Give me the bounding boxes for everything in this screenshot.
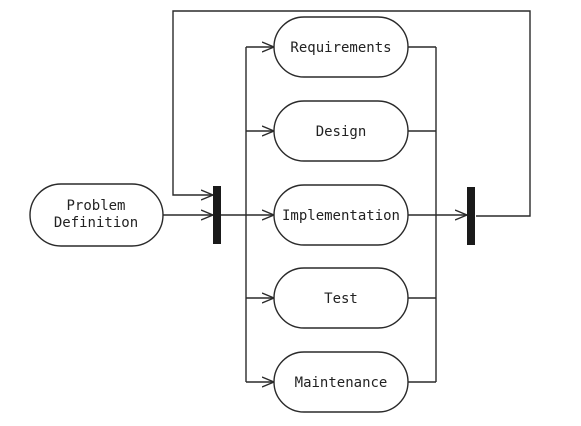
design-node: Design — [273, 100, 409, 162]
test-label: Test — [324, 291, 358, 307]
problem-definition-line-2: Definition — [54, 215, 138, 231]
fork-bar — [213, 186, 221, 244]
implementation-node: Implementation — [273, 184, 409, 246]
test-node: Test — [273, 267, 409, 329]
implementation-label: Implementation — [282, 208, 400, 224]
join-bar — [467, 187, 475, 245]
problem-definition-line-1: Problem — [66, 198, 125, 214]
maintenance-label: Maintenance — [295, 375, 388, 391]
requirements-label: Requirements — [290, 40, 391, 56]
design-label: Design — [316, 124, 367, 140]
problem-definition-node: Problem Definition — [29, 183, 164, 247]
maintenance-node: Maintenance — [273, 351, 409, 413]
feedback-loop-connector — [172, 10, 531, 217]
requirements-node: Requirements — [273, 16, 409, 78]
